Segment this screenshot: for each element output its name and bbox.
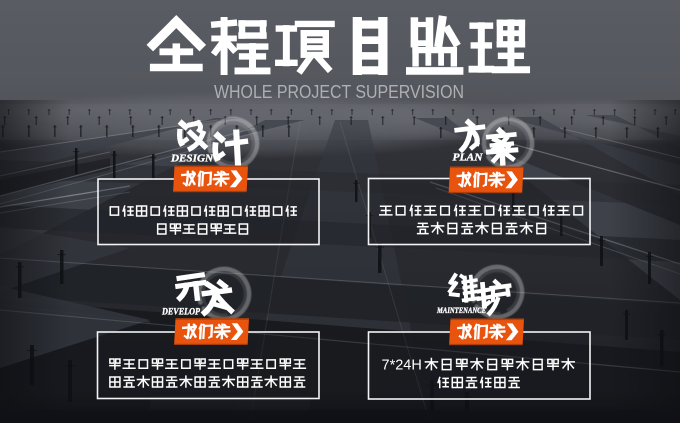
svg-text:PLAN: PLAN [453,153,483,164]
svg-text:MAINTENANCE: MAINTENANCE [436,306,486,315]
svg-text:7*24H: 7*24H [382,357,422,373]
svg-text:WHOLE PROJECT SUPERVISION: WHOLE PROJECT SUPERVISION [214,82,464,102]
svg-text:DEVELOP: DEVELOP [161,308,200,318]
svg-text:DESIGN: DESIGN [170,154,213,165]
